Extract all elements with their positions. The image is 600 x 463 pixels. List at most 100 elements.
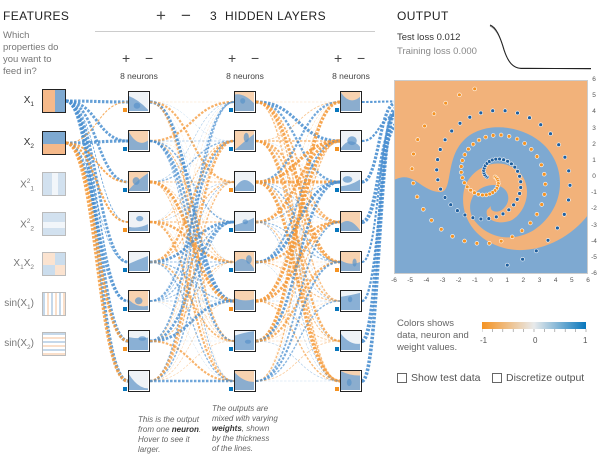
weight-wire[interactable] — [361, 123, 397, 224]
weight-wire[interactable] — [149, 220, 235, 264]
bias-marker[interactable] — [335, 387, 339, 391]
remove-neuron-button[interactable]: − — [251, 50, 260, 66]
weight-wire[interactable] — [149, 140, 235, 302]
weight-wire[interactable] — [65, 141, 129, 383]
weight-wire[interactable] — [255, 221, 341, 382]
bias-marker[interactable] — [229, 108, 233, 112]
neuron[interactable] — [128, 91, 150, 113]
neuron[interactable] — [128, 251, 150, 273]
weight-wire[interactable] — [149, 181, 235, 382]
neuron[interactable] — [234, 290, 256, 312]
weight-wire[interactable] — [65, 99, 129, 143]
weight-wire[interactable] — [255, 181, 341, 223]
weight-wire[interactable] — [149, 181, 235, 342]
weight-wire[interactable] — [149, 101, 235, 263]
neuron[interactable] — [234, 330, 256, 352]
neuron[interactable] — [340, 211, 362, 233]
weight-wire[interactable] — [255, 101, 341, 142]
bias-marker[interactable] — [123, 108, 127, 112]
weight-wire[interactable] — [255, 220, 341, 264]
weight-wire[interactable] — [149, 140, 235, 183]
bias-marker[interactable] — [335, 188, 339, 192]
weight-wire[interactable] — [255, 101, 341, 223]
bias-marker[interactable] — [335, 108, 339, 112]
bias-marker[interactable] — [335, 347, 339, 351]
neuron[interactable] — [234, 211, 256, 233]
weight-wire[interactable] — [255, 101, 341, 302]
weight-wire[interactable] — [255, 139, 341, 303]
weight-wire[interactable] — [255, 101, 341, 223]
weight-wire[interactable] — [149, 139, 235, 383]
weight-wire[interactable] — [149, 300, 235, 382]
neuron[interactable] — [128, 290, 150, 312]
weight-wire[interactable] — [255, 139, 341, 184]
discretize-output-checkbox[interactable] — [492, 372, 502, 383]
add-neuron-button[interactable]: + — [334, 50, 343, 66]
bias-marker[interactable] — [123, 268, 127, 272]
bias-marker[interactable] — [123, 307, 127, 311]
weight-wire[interactable] — [65, 141, 129, 224]
weight-wire[interactable] — [255, 100, 341, 264]
weight-wire[interactable] — [255, 221, 341, 342]
add-neuron-button[interactable]: + — [228, 50, 237, 66]
weight-wire[interactable] — [149, 221, 235, 382]
weight-wire[interactable] — [255, 140, 341, 342]
bias-marker[interactable] — [123, 347, 127, 351]
weight-wire[interactable] — [149, 101, 235, 183]
weight-wire[interactable] — [361, 100, 397, 104]
neuron[interactable] — [340, 171, 362, 193]
neuron[interactable] — [340, 290, 362, 312]
weight-wire[interactable] — [149, 339, 235, 383]
weight-wire[interactable] — [255, 180, 341, 343]
weight-wire[interactable] — [65, 141, 129, 303]
feature-toggle[interactable] — [42, 332, 66, 356]
add-neuron-button[interactable]: + — [122, 50, 131, 66]
neuron[interactable] — [340, 251, 362, 273]
weight-wire[interactable] — [149, 261, 235, 302]
weight-wire[interactable] — [255, 140, 341, 382]
weight-wire[interactable] — [149, 101, 235, 263]
weight-wire[interactable] — [149, 140, 235, 342]
bias-marker[interactable] — [123, 188, 127, 192]
neuron[interactable] — [128, 171, 150, 193]
weight-wire[interactable] — [255, 340, 341, 382]
bias-marker[interactable] — [229, 347, 233, 351]
feature-toggle[interactable] — [42, 172, 66, 196]
weight-wire[interactable] — [149, 101, 235, 223]
remove-layer-button[interactable]: − — [181, 6, 191, 25]
weight-wire[interactable] — [255, 261, 341, 302]
weight-wire[interactable] — [149, 100, 235, 143]
bias-marker[interactable] — [123, 228, 127, 232]
weight-wire[interactable] — [149, 100, 235, 184]
weight-wire[interactable] — [255, 100, 341, 184]
weight-wire[interactable] — [149, 220, 235, 264]
weight-wire[interactable] — [255, 300, 341, 382]
neuron[interactable] — [234, 370, 256, 392]
weight-wire[interactable] — [360, 110, 398, 383]
feature-toggle[interactable] — [42, 89, 66, 113]
weight-wire[interactable] — [149, 181, 235, 223]
add-layer-button[interactable]: + — [156, 6, 166, 25]
weight-wire[interactable] — [255, 340, 341, 382]
neuron[interactable] — [340, 330, 362, 352]
weight-wire[interactable] — [255, 181, 341, 382]
feature-toggle[interactable] — [42, 292, 66, 316]
neuron[interactable] — [340, 370, 362, 392]
weight-wire[interactable] — [361, 111, 397, 264]
show-test-data-toggle[interactable]: Show test data — [397, 369, 480, 387]
show-test-data-checkbox[interactable] — [397, 372, 407, 383]
weight-wire[interactable] — [255, 140, 341, 302]
discretize-output-toggle[interactable]: Discretize output — [492, 369, 584, 387]
weight-wire[interactable] — [255, 300, 341, 342]
bias-marker[interactable] — [335, 268, 339, 272]
weight-wire[interactable] — [149, 261, 235, 382]
bias-marker[interactable] — [335, 307, 339, 311]
weight-wire[interactable] — [255, 221, 341, 263]
neuron[interactable] — [234, 130, 256, 152]
weight-wire[interactable] — [149, 139, 235, 264]
feature-toggle[interactable] — [42, 131, 66, 155]
weight-wire[interactable] — [255, 260, 341, 383]
neuron[interactable] — [128, 211, 150, 233]
weight-wire[interactable] — [65, 142, 129, 263]
bias-marker[interactable] — [229, 268, 233, 272]
